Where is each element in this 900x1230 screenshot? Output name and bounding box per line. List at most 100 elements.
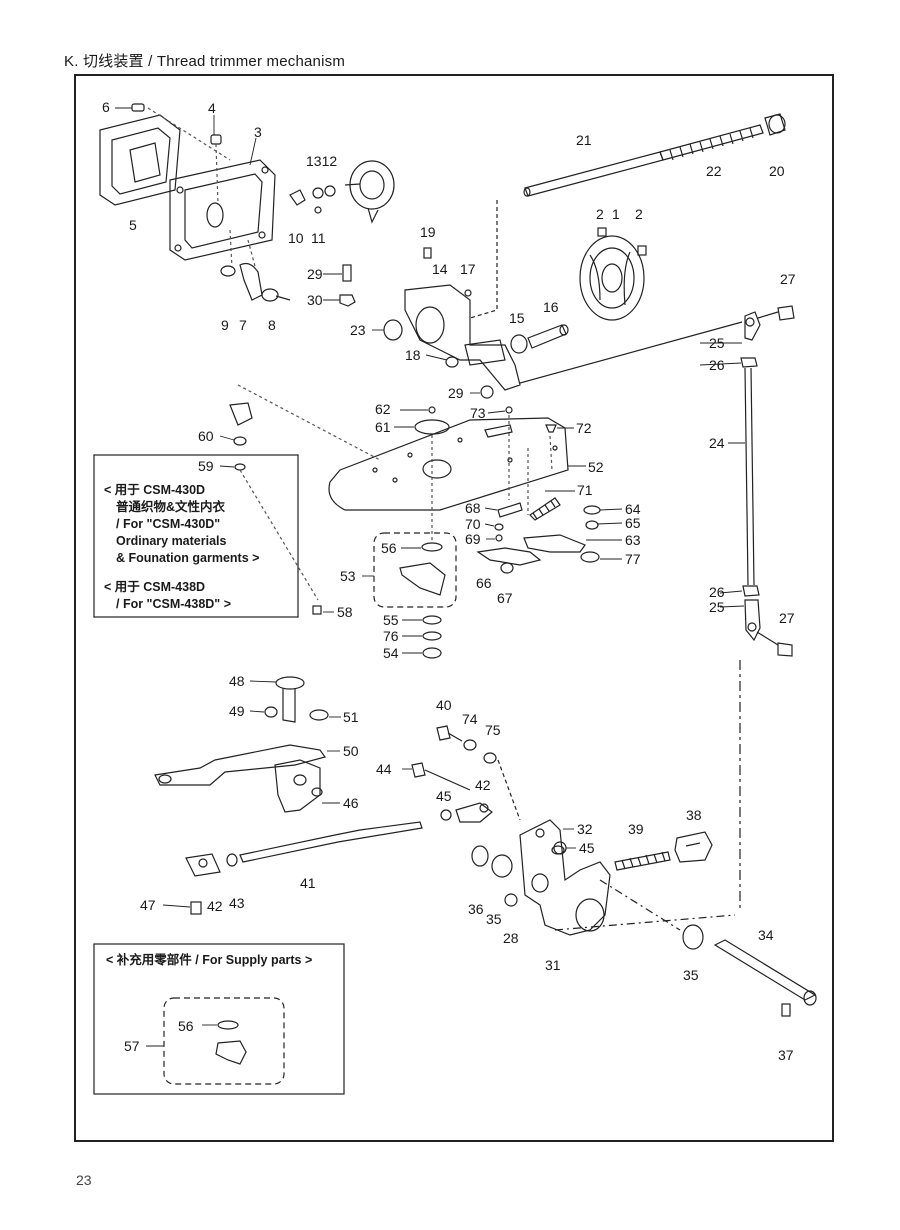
- linkage-parts-63-71: [476, 497, 601, 574]
- screw-part-62: [428, 406, 436, 414]
- screw-part-72: [545, 424, 557, 433]
- part-label-56a: 56: [381, 540, 397, 556]
- rod-part-41: [185, 821, 423, 877]
- part-label-66: 66: [476, 575, 492, 591]
- nut-part-28: [504, 893, 518, 907]
- part-label-29b: 29: [448, 385, 464, 401]
- note-430d-cn2: 普通织物&文性内衣: [116, 500, 226, 514]
- part-label-24: 24: [709, 435, 725, 451]
- part-label-25a: 25: [709, 335, 725, 351]
- part-label-70: 70: [465, 516, 481, 532]
- main-lever-part-31: [519, 819, 611, 936]
- spring-part-39: [614, 851, 671, 871]
- nut-part-45b: [553, 841, 567, 855]
- supply-knife-part: [215, 1040, 247, 1065]
- knife-group-box-53: [373, 532, 457, 608]
- model-note-box: [93, 454, 299, 618]
- part-label-54: 54: [383, 645, 399, 661]
- part-label-40: 40: [436, 697, 452, 713]
- part-label-35a: 35: [486, 911, 502, 927]
- part-label-27b: 27: [779, 610, 795, 626]
- part-label-30: 30: [307, 292, 323, 308]
- gasket-plate-part: [169, 159, 276, 261]
- part-label-26b: 26: [709, 584, 725, 600]
- set-screw-part-2a: [597, 227, 607, 237]
- rod-end-parts-40-45: [411, 725, 497, 823]
- page-number: 23: [76, 1172, 92, 1188]
- part-label-64: 64: [625, 501, 641, 517]
- shaft-part-21: [523, 151, 664, 197]
- note-430d-en: / For "CSM-430D": [116, 517, 221, 531]
- note-430d-en2: Ordinary materials: [116, 534, 227, 548]
- set-screw-part-2b: [637, 245, 647, 256]
- part-label-21: 21: [576, 132, 592, 148]
- part-label-39: 39: [628, 821, 644, 837]
- spring-part-22: [659, 124, 764, 161]
- rod-end-upper: [744, 305, 795, 341]
- part-label-43: 43: [229, 895, 245, 911]
- washer-part-35b: [682, 924, 704, 950]
- set-screw-part-19: [423, 247, 432, 259]
- part-label-11: 11: [311, 230, 326, 246]
- supply-parts-title: < 补充用零部件 / For Supply parts >: [106, 953, 313, 967]
- part-label-57: 57: [124, 1038, 140, 1054]
- rod-end-lower: [744, 599, 793, 657]
- part-label-67: 67: [497, 590, 513, 606]
- arm-bracket-part-14: [404, 284, 521, 391]
- bracket-part-38: [674, 831, 713, 863]
- section-title: 切线装置 / Thread trimmer mechanism: [82, 53, 346, 70]
- part-label-73: 73: [470, 405, 486, 421]
- part-label-60: 60: [198, 428, 214, 444]
- part-label-19: 19: [420, 224, 436, 240]
- nut-part-30: [339, 294, 356, 307]
- part-label-5: 5: [129, 217, 137, 233]
- spring-part-29: [342, 264, 352, 282]
- part-label-3: 3: [254, 124, 262, 140]
- base-plate-part-52: [328, 417, 569, 511]
- knife-part: [399, 562, 446, 596]
- shaft-parts-10-13: [289, 160, 395, 224]
- part-label-65: 65: [625, 515, 641, 531]
- part-label-32: 32: [577, 821, 593, 837]
- screw-part-17: [464, 289, 472, 297]
- diagram-frame: [74, 74, 834, 1142]
- part-label-42a: 42: [475, 777, 491, 793]
- part-label-14: 14: [432, 261, 448, 277]
- part-label-2a: 2: [596, 206, 604, 222]
- part-label-72: 72: [576, 420, 592, 436]
- part-label-56b: 56: [178, 1018, 194, 1034]
- shaft-part-34: [713, 939, 817, 1006]
- part-label-55: 55: [383, 612, 399, 628]
- section-prefix: K.: [64, 53, 79, 70]
- part-label-15: 15: [509, 310, 525, 326]
- pin-parts-15-16: [510, 324, 569, 354]
- part-label-71: 71: [577, 482, 593, 498]
- part-label-34: 34: [758, 927, 774, 943]
- disc-part-61: [414, 419, 450, 435]
- part-label-48: 48: [229, 673, 245, 689]
- screw-part-4: [210, 134, 222, 145]
- part-label-52: 52: [588, 459, 604, 475]
- note-430d-cn: < 用于 CSM-430D: [104, 483, 206, 497]
- washer-part-76: [422, 631, 442, 641]
- set-screw-part-37: [781, 1003, 791, 1017]
- model-note-text: < 用于 CSM-430D 普通织物&文性内衣 / For "CSM-430D"…: [104, 482, 259, 613]
- part-label-47: 47: [140, 897, 156, 913]
- part-label-63: 63: [625, 532, 641, 548]
- nut-part-54: [422, 647, 442, 659]
- note-438d-en: / For "CSM-438D" >: [116, 597, 232, 611]
- part-label-16: 16: [543, 299, 559, 315]
- part-label-74: 74: [462, 711, 478, 727]
- part-label-28: 28: [503, 930, 519, 946]
- cover-plate-part: [99, 114, 181, 206]
- bushing-part-20: [764, 113, 786, 136]
- ring-part-36: [471, 845, 489, 867]
- part-label-25b: 25: [709, 599, 725, 615]
- part-label-29a: 29: [307, 266, 323, 282]
- part-label-69: 69: [465, 531, 481, 547]
- part-label-77: 77: [625, 551, 641, 567]
- part-label-9: 9: [221, 317, 229, 333]
- part-label-7: 7: [239, 317, 247, 333]
- small-parts-7-8-9: [220, 262, 291, 302]
